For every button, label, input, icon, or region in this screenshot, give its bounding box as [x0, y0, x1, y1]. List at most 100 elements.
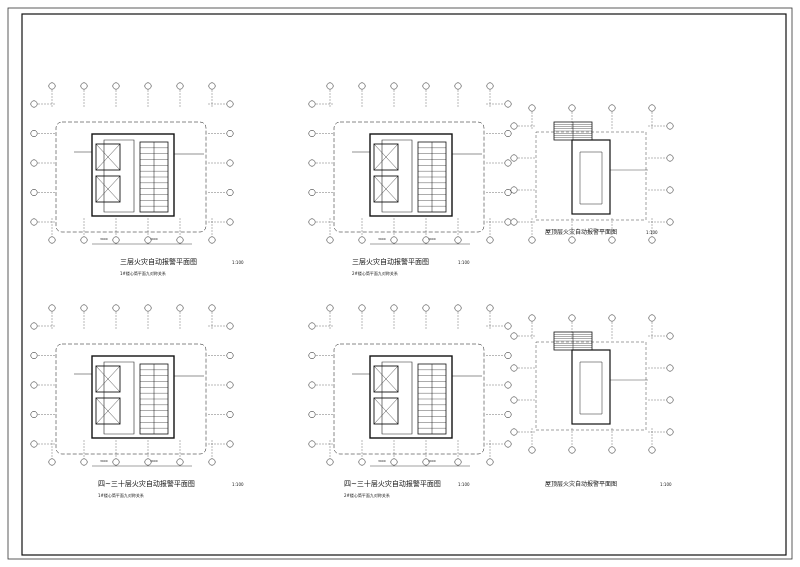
axis-bubble [528, 236, 536, 244]
plan-4-dim-1: 3900 [100, 459, 108, 463]
axis-bubble [176, 82, 184, 90]
plan-5-dim-1: 3900 [378, 459, 386, 463]
axis-bubble [648, 446, 656, 454]
axis-bubble [226, 130, 234, 137]
axis-bubble [30, 352, 38, 359]
roof-grid-box [535, 341, 647, 431]
axis-bubble [390, 458, 398, 466]
axis-bubble [648, 236, 656, 244]
floor-plan-4: 四~三十层火灾自动报警平面图 1:100 1#楼心筒平面九对称关系 3900 3… [30, 304, 244, 498]
elevator-shaft [95, 365, 121, 393]
axis-bubble [422, 236, 430, 244]
axis-bubble [666, 186, 674, 194]
stair-well [417, 363, 447, 435]
roof-grid-box [535, 131, 647, 221]
axis-bubble [144, 458, 152, 466]
axis-bubble [454, 82, 462, 90]
axis-bubble [422, 82, 430, 90]
plan-4-note: 1#楼心筒平面九对称关系 [98, 492, 144, 498]
axis-bubble [112, 458, 120, 466]
plan-5-title: 四~三十层火灾自动报警平面图 [344, 479, 441, 488]
axis-bubble [568, 314, 576, 322]
alarm-wiring [103, 361, 135, 435]
axis-bubble [504, 352, 512, 359]
axis-bubble [666, 332, 674, 340]
elevator-shaft [95, 175, 121, 203]
axis-bubble [30, 130, 38, 137]
plan-1-dim-1: 3900 [100, 237, 108, 241]
alarm-wiring [103, 139, 135, 213]
axis-bubble [504, 322, 512, 330]
axis-bubble [176, 236, 184, 244]
axis-bubble [30, 100, 38, 108]
axis-bubble [528, 104, 536, 112]
axis-bubble [112, 82, 120, 90]
axis-bubble [144, 82, 152, 90]
axis-bubble [144, 236, 152, 244]
axis-bubble [144, 304, 152, 312]
plan-2-dim-1: 3900 [378, 237, 386, 241]
axis-bubble [504, 130, 512, 137]
axis-bubble [504, 411, 512, 418]
axis-bubble [510, 396, 518, 404]
plan-6-scale: 1:100 [660, 482, 672, 487]
axis-bubble [308, 440, 316, 448]
roof-machine-room [571, 139, 611, 215]
axis-bubble [226, 440, 234, 448]
axis-bubble [208, 458, 216, 466]
axis-bubble [326, 304, 334, 312]
axis-bubble [486, 304, 494, 312]
core-outline-dashed [55, 121, 207, 233]
axis-bubble [390, 236, 398, 244]
axis-bubble [308, 411, 316, 418]
axis-bubble [666, 122, 674, 130]
leader-line [352, 151, 482, 155]
axis-bubble [80, 236, 88, 244]
elevator-shaft [373, 175, 399, 203]
core-outline-dashed [333, 343, 485, 455]
axis-bubble [80, 82, 88, 90]
axis-bubble [80, 458, 88, 466]
axis-bubble [308, 322, 316, 330]
plan-4-title: 四~三十层火灾自动报警平面图 [98, 479, 195, 488]
axis-bubble [326, 82, 334, 90]
roof-machine-room [571, 349, 611, 425]
axis-bubble [486, 236, 494, 244]
axis-bubble [666, 396, 674, 404]
axis-bubble [48, 236, 56, 244]
axis-bubble [48, 82, 56, 90]
floor-plan-6: 屋顶层火灾自动报警平面图 1:100 [510, 314, 674, 488]
axis-bubble [308, 159, 316, 167]
plan-5-dim-2: 3900 [428, 459, 436, 463]
elevator-shaft [373, 365, 399, 393]
shaft-cross [95, 175, 121, 203]
axis-bubble [510, 154, 518, 162]
alarm-wiring [579, 151, 603, 205]
axis-bubble [226, 352, 234, 359]
axis-bubble [666, 364, 674, 372]
axis-bubble [504, 189, 512, 196]
leader-line [352, 373, 482, 377]
axis-bubble [666, 428, 674, 436]
axis-bubble [504, 159, 512, 167]
axis-bubble [226, 218, 234, 226]
shaft-cross [373, 143, 399, 171]
stair-well [417, 141, 447, 213]
axis-bubble [358, 304, 366, 312]
axis-bubble [208, 82, 216, 90]
axis-bubble [112, 236, 120, 244]
axis-bubble [226, 411, 234, 418]
axis-bubble [504, 100, 512, 108]
axis-bubble [528, 314, 536, 322]
axis-bubble [30, 411, 38, 418]
core-wall [369, 355, 453, 439]
axis-bubble [608, 446, 616, 454]
plan-1-scale: 1:100 [232, 260, 244, 265]
axis-bubble [486, 82, 494, 90]
axis-bubble [666, 218, 674, 226]
sheet-border [7, 7, 793, 560]
floor-plan-1: 三层火灾自动报警平面图 1:100 1#楼心筒平面九对称关系 3900 3900 [30, 82, 244, 276]
axis-bubble [226, 100, 234, 108]
leader-line [74, 373, 204, 377]
